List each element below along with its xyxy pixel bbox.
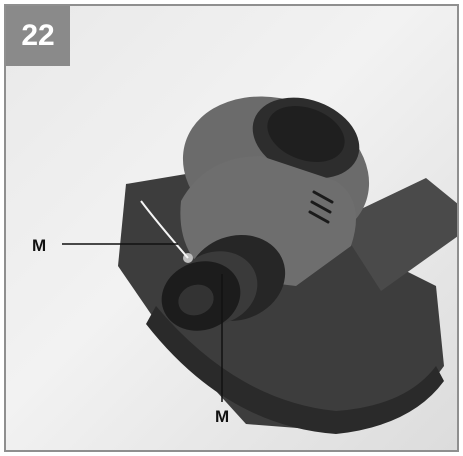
spool-cap-center — [178, 284, 214, 316]
cutting-line — [140, 200, 189, 259]
handle-shaft — [336, 178, 457, 291]
guard-rim — [146, 306, 444, 434]
callout-label-m-bottom: M — [215, 407, 230, 426]
trimmer-head-photo — [62, 96, 457, 434]
callout-label-m-left: M — [32, 236, 47, 255]
motor-cap — [267, 105, 345, 163]
figure-number: 22 — [6, 6, 70, 66]
vent-slots — [308, 190, 334, 224]
figure-panel: 22 M M — [4, 4, 459, 452]
